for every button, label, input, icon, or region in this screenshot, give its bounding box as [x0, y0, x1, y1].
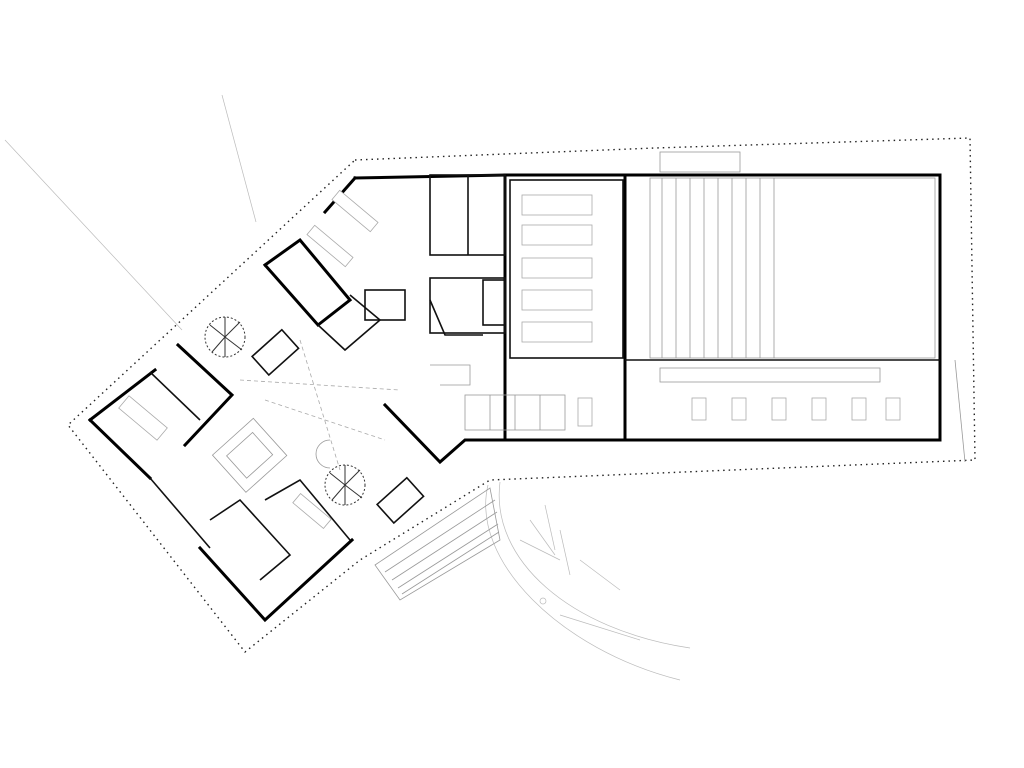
left-wing — [87, 175, 425, 623]
auditorium-room — [509, 179, 624, 359]
east-edge — [954, 359, 966, 463]
bleachers — [649, 151, 936, 383]
amphitheatre-rays — [519, 504, 641, 641]
courtyard-lines — [239, 339, 401, 471]
auditorium-seats — [521, 194, 593, 343]
central-rooms — [353, 173, 507, 465]
tree-icon — [204, 316, 246, 358]
central-stairs — [211, 417, 288, 493]
external-stairs — [374, 487, 501, 601]
classroom-furniture — [118, 189, 379, 530]
site-arc — [485, 484, 681, 681]
site-line-top — [221, 94, 257, 223]
tree-icon — [324, 464, 366, 506]
site-line-left — [4, 139, 183, 331]
lobby-stairs — [464, 394, 566, 431]
cafeteria-tables — [577, 397, 901, 427]
site-boundary — [67, 137, 976, 653]
site-arc-inner — [498, 481, 691, 649]
